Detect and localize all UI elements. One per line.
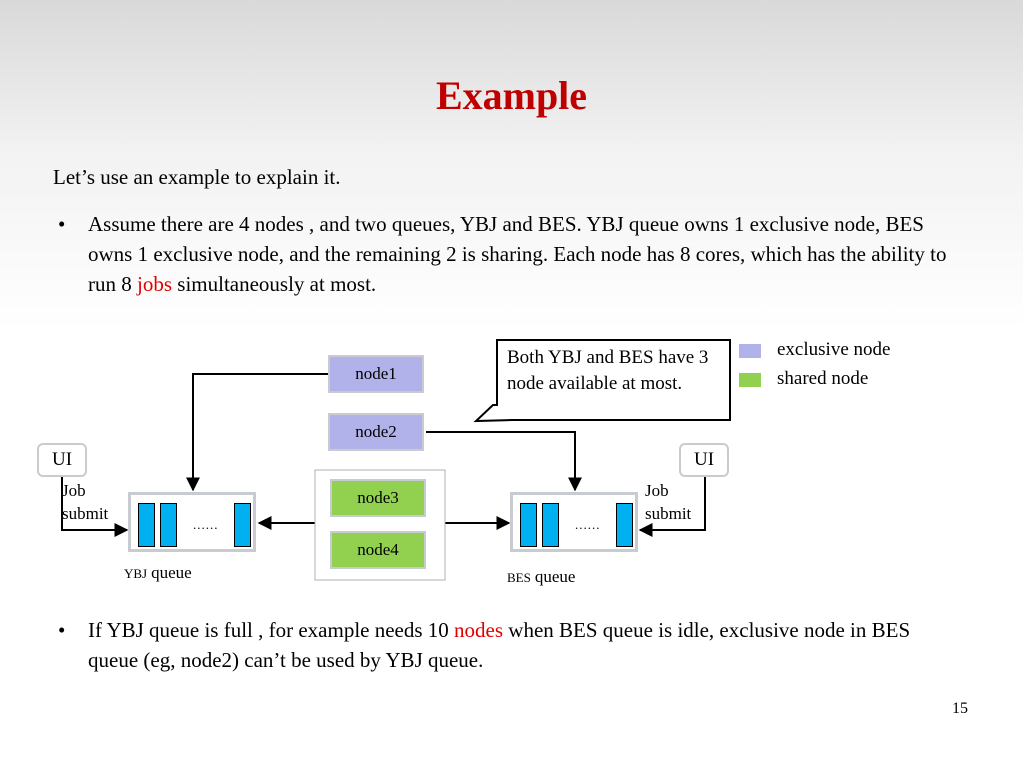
job-submit-right-line2: submit xyxy=(645,504,692,523)
bullet-2: If YBJ queue is full , for example needs… xyxy=(88,615,938,675)
ybj-queue-word: queue xyxy=(151,563,192,582)
page-number: 15 xyxy=(952,700,968,717)
queue-dots: ...... xyxy=(193,517,219,532)
ui-left-box: UI xyxy=(37,443,87,477)
ui-right-box: UI xyxy=(679,443,729,477)
bullet-2-text-end: when BES queue is idle, exclusive node i… xyxy=(88,618,911,672)
queue-slot xyxy=(234,503,251,547)
callout-shape xyxy=(473,339,731,423)
legend-shared-label: shared node xyxy=(777,368,869,389)
job-submit-left-line1: Job xyxy=(62,481,86,500)
bullet-marker: • xyxy=(58,212,66,236)
bullet-1-text-end: simultaneously at most. xyxy=(172,272,377,296)
bullet-2-highlight: nodes xyxy=(454,618,504,642)
queue-slot xyxy=(616,503,633,547)
legend-exclusive-label: exclusive node xyxy=(777,339,891,360)
queue-slot xyxy=(542,503,559,547)
bullet-1-highlight: jobs xyxy=(137,272,173,296)
node2-to-bes-arrow xyxy=(426,431,582,492)
node3-box: node3 xyxy=(330,479,426,517)
intro-text: Let’s use an example to explain it. xyxy=(53,165,341,189)
queue-slot xyxy=(520,503,537,547)
bes-queue-word: queue xyxy=(534,567,576,586)
node1-to-ybj-arrow xyxy=(186,373,328,492)
bullet-1: Assume there are 4 nodes , and two queue… xyxy=(88,209,958,299)
ybj-queue-box: ...... xyxy=(128,492,256,552)
queue-slot xyxy=(160,503,177,547)
slide-title: Example xyxy=(435,73,588,118)
job-submit-left-line2: submit xyxy=(62,504,109,523)
ybj-prefix: YBJ xyxy=(124,566,148,581)
legend-exclusive-swatch xyxy=(739,344,761,358)
queue-slot xyxy=(138,503,155,547)
bullet-marker: • xyxy=(58,618,66,642)
queue-dots: ...... xyxy=(575,517,601,532)
callout-text: Both YBJ and BES have 3 node available a… xyxy=(507,347,709,394)
bes-queue-label: BES queue xyxy=(507,567,575,587)
node1-box: node1 xyxy=(328,355,424,393)
bes-queue-box: ...... xyxy=(510,492,638,552)
bullet-1-text: Assume there are 4 nodes , and two queue… xyxy=(88,212,947,296)
bes-prefix: BES xyxy=(507,570,531,585)
bullet-2-text: If YBJ queue is full , for example needs… xyxy=(88,618,455,642)
node2-box: node2 xyxy=(328,413,424,451)
job-submit-right-line1: Job xyxy=(645,481,669,500)
legend-shared-swatch xyxy=(739,373,761,387)
ybj-queue-label: YBJ queue xyxy=(124,563,192,583)
ui-right-submit-arrow xyxy=(638,477,706,537)
ui-left-submit-arrow xyxy=(61,477,129,537)
node4-box: node4 xyxy=(330,531,426,569)
